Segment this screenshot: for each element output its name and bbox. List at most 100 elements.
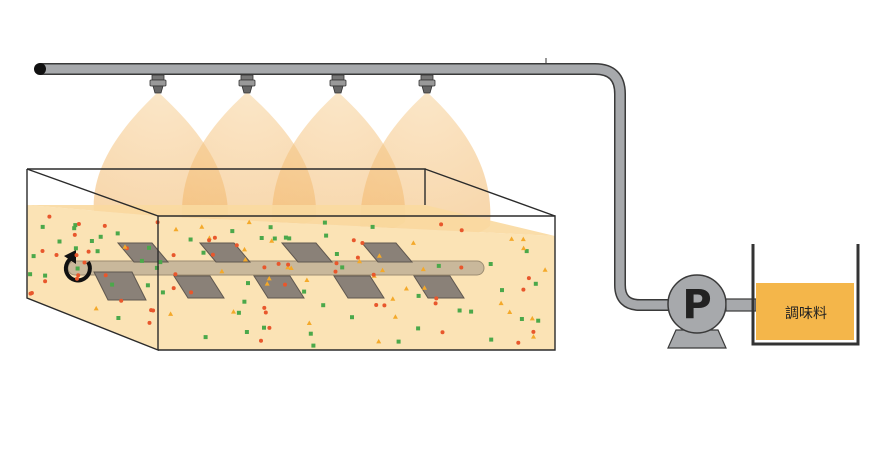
seasoning-tank: 調味料 xyxy=(751,244,860,346)
seasoning-label: 調味料 xyxy=(785,306,827,322)
seasoning-particle xyxy=(392,314,398,319)
seasoning-particle xyxy=(285,264,291,270)
seasoning-particle xyxy=(203,335,208,340)
seasoning-particle xyxy=(76,273,81,278)
seasoning-particle xyxy=(521,245,527,251)
nozzle-3 xyxy=(329,74,347,94)
seasoning-particle xyxy=(28,272,33,277)
seasoning-particle xyxy=(390,296,396,301)
seasoning-particle xyxy=(268,225,273,230)
seasoning-particle xyxy=(459,228,464,233)
seasoning-particle xyxy=(355,255,360,260)
seasoning-particle xyxy=(340,265,345,270)
seasoning-particle xyxy=(234,243,239,248)
seasoning-particle xyxy=(459,265,464,270)
seasoning-particle xyxy=(73,246,78,251)
paddle xyxy=(173,275,225,299)
spray-cone-4 xyxy=(360,92,491,240)
seasoning-particle xyxy=(154,265,159,270)
seasoning-particle xyxy=(40,249,45,253)
seasoning-particle xyxy=(420,266,426,272)
seasoning-particle xyxy=(74,253,79,258)
seasoning-particle xyxy=(262,265,267,270)
seasoning-particle xyxy=(43,273,48,278)
seasoning-particle xyxy=(276,261,281,266)
seasoning-particle xyxy=(529,315,535,321)
seasoning-particle xyxy=(262,305,267,310)
seasoning-particle xyxy=(357,258,362,264)
seasoning-particle xyxy=(266,275,272,281)
seasoning-particle xyxy=(288,265,294,270)
seasoning-particle xyxy=(272,236,277,241)
seasoning-particle xyxy=(410,240,416,245)
seasoning-particle xyxy=(350,315,354,320)
seasoning-particle xyxy=(115,231,120,236)
seasoning-particle xyxy=(242,299,247,304)
seasoning-particle xyxy=(57,239,62,244)
seasoning-particle xyxy=(382,303,387,308)
seasoning-particle xyxy=(351,238,356,243)
seasoning-particle xyxy=(519,317,524,321)
pump-letter: P xyxy=(682,282,711,328)
seasoning-particle xyxy=(82,260,87,265)
seasoning-particle xyxy=(259,236,264,240)
paddle xyxy=(360,242,414,263)
paddle xyxy=(198,242,252,263)
tank-top-right-edge xyxy=(158,215,556,351)
seasoning-particle xyxy=(302,289,307,294)
seasoning-particle xyxy=(531,329,536,334)
pump: P xyxy=(667,274,727,349)
seasoning-particle xyxy=(370,224,375,229)
seasoning-particle xyxy=(416,326,421,331)
tank-liquid-surface xyxy=(27,205,555,236)
paddle xyxy=(333,275,385,299)
seasoning-particle xyxy=(230,229,235,234)
seasoning-particle xyxy=(416,293,421,298)
paddle xyxy=(116,242,170,263)
seasoning-particle xyxy=(457,308,462,313)
seasoning-particle xyxy=(283,235,288,240)
seasoning-particle xyxy=(542,267,548,272)
seasoning-particle xyxy=(116,316,121,320)
seasoning-particle xyxy=(31,254,36,259)
seasoning-particle xyxy=(72,232,77,237)
nozzle-4 xyxy=(418,74,436,94)
seasoning-particle xyxy=(306,320,312,325)
mixing-tank xyxy=(26,168,556,352)
seasoning-particle xyxy=(322,220,327,225)
seasoning-particle xyxy=(360,241,365,245)
nozzle-1 xyxy=(149,74,167,94)
seasoning-particle xyxy=(269,238,275,243)
seasoning-particle xyxy=(168,311,174,316)
seasoning-particle xyxy=(509,236,515,241)
seasoning-particle xyxy=(246,219,252,225)
seasoning-particle xyxy=(524,249,529,254)
agitator-shaft xyxy=(67,260,485,276)
seasoning-particle xyxy=(160,290,165,295)
seasoning-particle xyxy=(40,224,45,229)
seasoning-particle xyxy=(47,214,52,219)
spray-pipe xyxy=(34,58,668,311)
seasoning-particle xyxy=(262,325,266,330)
seasoning-particle xyxy=(507,309,513,314)
paddle xyxy=(413,275,465,299)
spray-nozzles xyxy=(149,74,436,94)
nozzle-2 xyxy=(238,74,256,94)
seasoning-particle xyxy=(244,330,249,334)
seasoning-particle xyxy=(267,325,272,330)
seasoning-particle xyxy=(246,281,250,286)
seasoning-particle xyxy=(526,276,531,281)
seasoning-particle xyxy=(89,239,94,243)
seasoning-particle xyxy=(333,269,338,274)
seasoning-particle xyxy=(334,252,339,256)
seasoning-particle xyxy=(434,296,439,301)
seasoning-particle xyxy=(308,331,313,336)
seasoning-particle xyxy=(139,258,144,263)
seasoning-particle xyxy=(396,339,401,344)
seasoning-particle xyxy=(189,290,194,295)
seasoning-particle xyxy=(531,334,536,339)
seasoning-particle xyxy=(122,244,128,249)
paddle xyxy=(280,242,334,263)
seasoning-particle xyxy=(147,320,152,325)
